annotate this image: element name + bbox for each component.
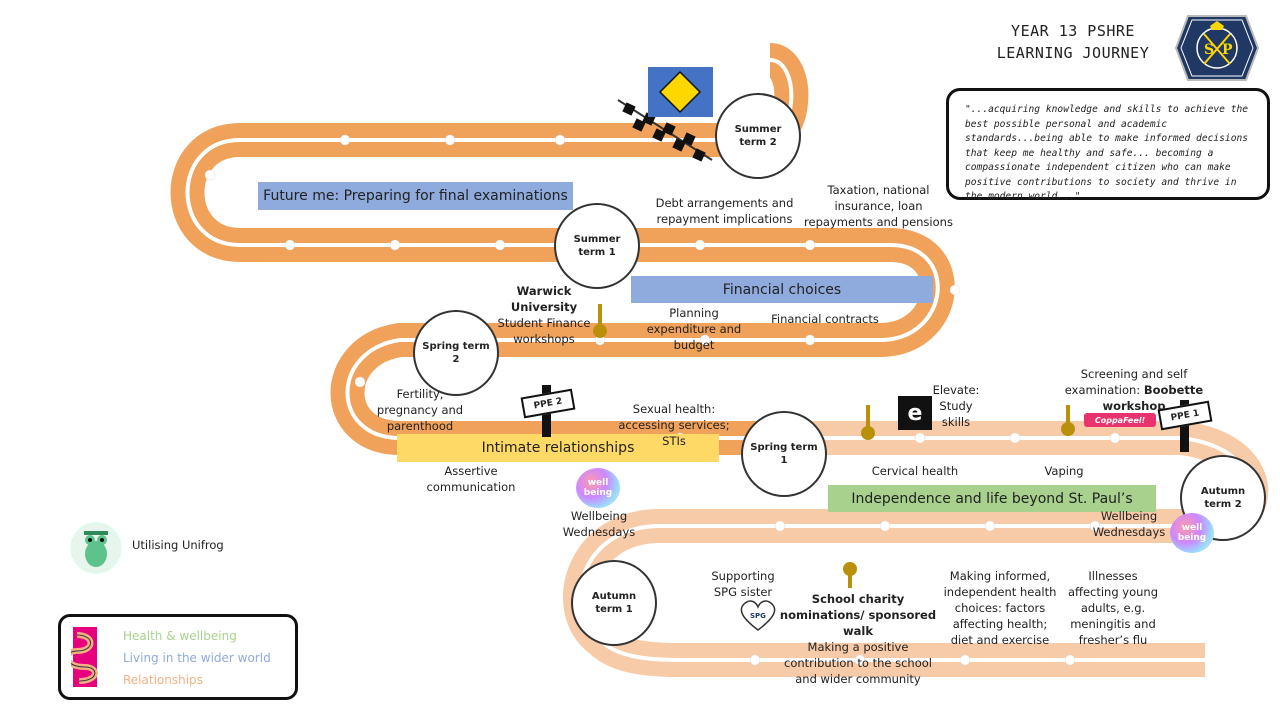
band-future-me: Future me: Preparing for final examinati… <box>258 182 573 210</box>
band-financial-choices: Financial choices <box>631 276 933 303</box>
chequered-flag-icon <box>617 99 713 162</box>
label-screening: Screening and self examination: Boobette… <box>1062 366 1206 414</box>
road-dot <box>389 239 401 251</box>
term-summer-1-label: Summer term 1 <box>573 234 621 258</box>
label-taxation: Taxation, national insurance, loan repay… <box>804 183 953 229</box>
road-dot <box>854 654 866 666</box>
road-dot <box>1064 654 1076 666</box>
term-spring-1-label: Spring term 1 <box>750 442 818 466</box>
legend-road-icon <box>71 627 98 687</box>
wellbeing-logo-left-top: well <box>587 478 609 488</box>
label-fertility: Fertility, pregnancy and parenthood <box>376 387 464 433</box>
school-crest-icon: S P <box>1174 15 1260 81</box>
screening-workshop: Boobette workshop <box>1102 383 1204 413</box>
road-dot <box>1109 432 1121 444</box>
label-supporting: Supporting SPG sister <box>711 569 775 599</box>
road-dot <box>1009 432 1021 444</box>
crest-letter-p: P <box>1222 42 1233 58</box>
road-dot <box>204 169 216 181</box>
term-summer-2-label: Summer term 2 <box>734 124 782 148</box>
label-wellbeing-left: Wellbeing Wednesdays <box>562 509 636 539</box>
milestone-pin-elevate <box>866 405 870 431</box>
wellbeing-logo-left-bottom: being <box>583 488 613 498</box>
heart-sister-icon: SPG <box>740 600 776 631</box>
milestone-pin-warwick <box>598 304 602 330</box>
elevate-logo-icon: e <box>898 396 932 430</box>
label-wellbeing-right: Wellbeing Wednesdays <box>1092 509 1166 539</box>
term-spring-2-label: Spring term 2 <box>422 341 490 365</box>
label-assertive: Assertive communication <box>426 464 516 494</box>
road-dot <box>914 432 926 444</box>
crest-letter-s: S <box>1204 42 1214 58</box>
road-dot <box>774 520 786 532</box>
label-unifrog: Utilising Unifrog <box>132 538 224 552</box>
milestone-pin-screening-head <box>1061 422 1075 436</box>
screening-text: Screening and self examination: <box>1064 367 1188 397</box>
heart-sister-text: SPG <box>750 612 766 620</box>
road-dot <box>444 134 456 146</box>
road-dot <box>694 239 706 251</box>
road-dot <box>554 134 566 146</box>
label-debt: Debt arrangements and repayment implicat… <box>655 196 794 226</box>
road-dot <box>494 239 506 251</box>
legend-health-wellbeing: Health & wellbeing <box>123 629 237 643</box>
road-dot <box>949 284 961 296</box>
road-dot <box>959 654 971 666</box>
term-autumn-1: Autumn term 1 <box>571 560 657 646</box>
milestone-pin-charity <box>848 566 852 588</box>
road-dot <box>879 520 891 532</box>
exam-road-sign-image <box>648 67 713 117</box>
milestone-pin-elevate-head <box>861 426 875 440</box>
label-charity: School charity nominations/ sponsored wa… <box>778 591 938 687</box>
wellbeing-logo-right-bottom: being <box>1177 533 1207 543</box>
title-line-1: YEAR 13 PSHRE <box>1011 22 1135 40</box>
road-dot <box>1089 520 1101 532</box>
road-dot <box>749 654 761 666</box>
milestone-pin-warwick-head <box>593 324 607 338</box>
label-informed: Making informed, independent health choi… <box>943 569 1057 647</box>
label-warwick: Warwick University Student Finance works… <box>483 283 605 347</box>
term-spring-1: Spring term 1 <box>741 411 827 497</box>
label-cervical: Cervical health <box>871 464 959 478</box>
warwick-detail: Student Finance workshops <box>497 316 591 346</box>
milestone-pin-screening <box>1066 405 1070 427</box>
road-dot <box>284 239 296 251</box>
legend: Health & wellbeing Living in the wider w… <box>58 614 298 700</box>
warwick-title: Warwick University <box>510 284 578 314</box>
term-autumn-1-label: Autumn term 1 <box>591 591 637 615</box>
unifrog-logo-icon <box>70 522 122 574</box>
charity-title: School charity nominations/ sponsored wa… <box>779 592 937 638</box>
title-line-2: LEARNING JOURNEY <box>996 44 1150 62</box>
milestone-pin-charity-head <box>843 562 857 576</box>
road-dot <box>984 520 996 532</box>
label-elevate: Elevate: Study skills <box>932 383 980 429</box>
road-dot <box>339 134 351 146</box>
band-independence: Independence and life beyond St. Paul’s <box>828 485 1156 512</box>
mission-quote: "...acquiring knowledge and skills to ac… <box>946 88 1270 202</box>
coppafeel-logo: CoppaFeel! <box>1084 413 1156 427</box>
road-dot <box>699 334 711 346</box>
label-sexual-health: Sexual health: accessing services; STIs <box>618 402 730 448</box>
page-title: YEAR 13 PSHRE LEARNING JOURNEY <box>978 20 1168 64</box>
charity-detail: Making a positive contribution to the sc… <box>784 640 932 686</box>
road-dot <box>354 376 366 388</box>
road-dot <box>804 239 816 251</box>
road-dot <box>804 334 816 346</box>
wellbeing-logo-right-top: well <box>1181 523 1203 533</box>
term-spring-2: Spring term 2 <box>413 310 499 396</box>
label-contracts: Financial contracts <box>771 312 879 326</box>
label-vaping: Vaping <box>1044 464 1084 478</box>
band-intimate-relationships: Intimate relationships <box>397 434 719 462</box>
term-summer-2: Summer term 2 <box>715 93 801 179</box>
label-illnesses: Illnesses affecting young adults, e.g. m… <box>1067 569 1159 647</box>
term-autumn-2-label: Autumn term 2 <box>1200 486 1246 510</box>
legend-wider-world: Living in the wider world <box>123 651 271 665</box>
label-planning: Planning expenditure and budget <box>646 306 742 352</box>
legend-relationships: Relationships <box>123 673 203 687</box>
term-summer-1: Summer term 1 <box>554 203 640 289</box>
